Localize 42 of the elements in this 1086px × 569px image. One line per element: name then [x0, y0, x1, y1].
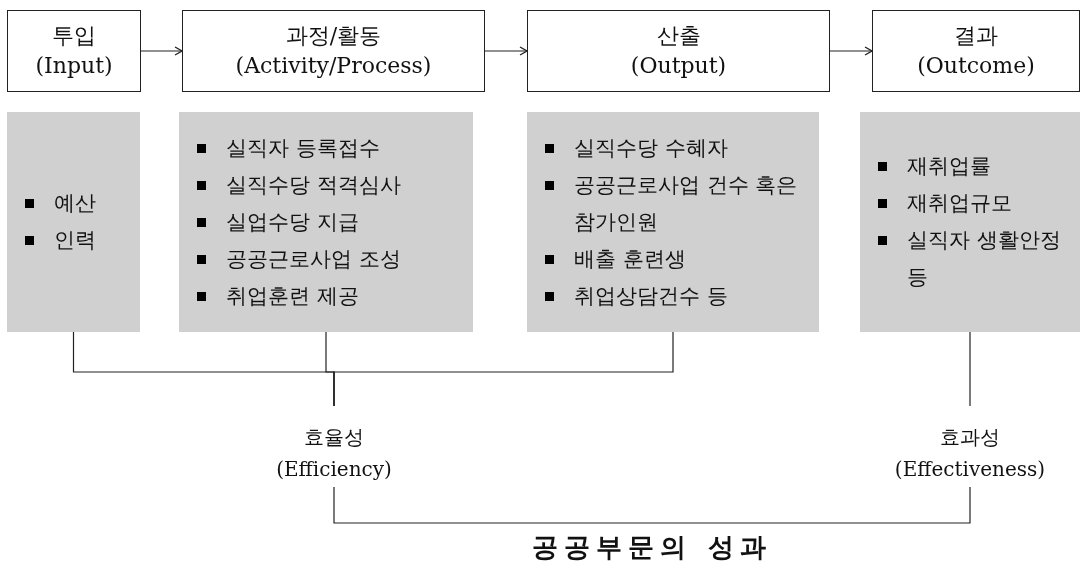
stage-label: 투입 — [52, 22, 96, 50]
list-item: 실직수당 수혜자 — [574, 134, 728, 162]
list-item: 취업훈련 제공 — [226, 282, 359, 310]
stage-box — [527, 10, 830, 92]
stage-label: (Activity/Process) — [235, 52, 432, 80]
bracket-line — [969, 331, 971, 407]
arrow — [484, 46, 528, 56]
list-item: 실업수당 지급 — [226, 208, 359, 236]
measure-label: 효율성 — [304, 424, 364, 451]
stage-box — [182, 10, 485, 92]
list-item: 인력 — [54, 227, 96, 254]
item-panel — [179, 112, 473, 332]
measure-label: (Effectiveness) — [894, 456, 1046, 483]
item-panel — [527, 112, 819, 332]
item-panel — [860, 112, 1080, 332]
conclusion-label: 공공부문의 성과 — [520, 523, 784, 569]
arrow — [829, 46, 873, 56]
bracket-line — [333, 331, 674, 407]
list-item: 실직수당 적격심사 — [226, 171, 401, 199]
item-panel — [7, 112, 140, 332]
bracket-line — [651, 486, 971, 524]
list-item: 예산 — [54, 190, 96, 217]
stage-box — [7, 10, 141, 92]
list-item: 실직자 등록접수 — [226, 134, 380, 162]
list-item: 취업상담건수 등 — [574, 282, 728, 310]
stage-label: (Output) — [630, 52, 727, 80]
list-item: 공공근로사업 조성 — [226, 245, 401, 273]
stage-box — [872, 10, 1080, 92]
bracket-line — [333, 486, 653, 524]
measure-label: (Efficiency) — [276, 456, 392, 483]
list-item: 배출 훈련생 — [574, 245, 686, 273]
list-item: 실직자 생활안정 등 — [907, 227, 1062, 291]
stage-label: 산출 — [656, 22, 701, 50]
list-item: 공공근로사업 건수 혹은 참가인원 — [574, 171, 799, 236]
measure-label: 효과성 — [940, 424, 1000, 451]
arrow — [140, 46, 183, 56]
stage-label: (Outcome) — [917, 52, 1035, 80]
stage-label: 과정/활동 — [285, 22, 382, 50]
list-item: 재취업규모 — [907, 190, 1012, 217]
stage-label: (Input) — [35, 52, 113, 80]
stage-label: 결과 — [954, 22, 998, 50]
list-item: 재취업률 — [907, 153, 991, 180]
